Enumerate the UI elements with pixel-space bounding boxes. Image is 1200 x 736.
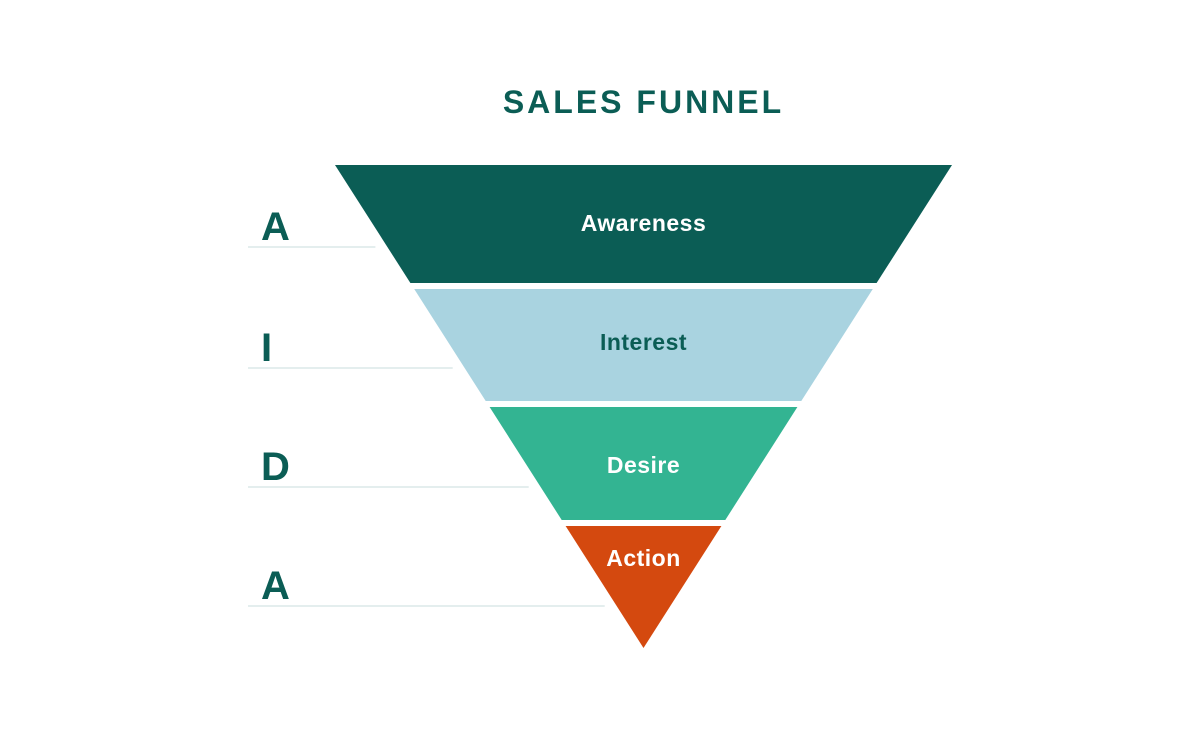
funnel-stage-awareness <box>335 165 952 283</box>
stage-letter-action: A <box>261 564 290 608</box>
stage-label-awareness: Awareness <box>581 210 707 236</box>
diagram-title: SALES FUNNEL <box>502 84 785 120</box>
stage-label-interest: Interest <box>600 329 687 355</box>
stage-label-action: Action <box>606 545 681 571</box>
funnel-stage-interest <box>414 289 873 401</box>
stage-label-desire: Desire <box>607 452 680 478</box>
funnel-stage-action <box>565 526 722 648</box>
funnel-stage-desire <box>489 407 798 520</box>
stage-letter-interest: I <box>261 326 272 370</box>
stage-letter-desire: D <box>261 445 290 489</box>
stage-letter-awareness: A <box>261 205 290 249</box>
